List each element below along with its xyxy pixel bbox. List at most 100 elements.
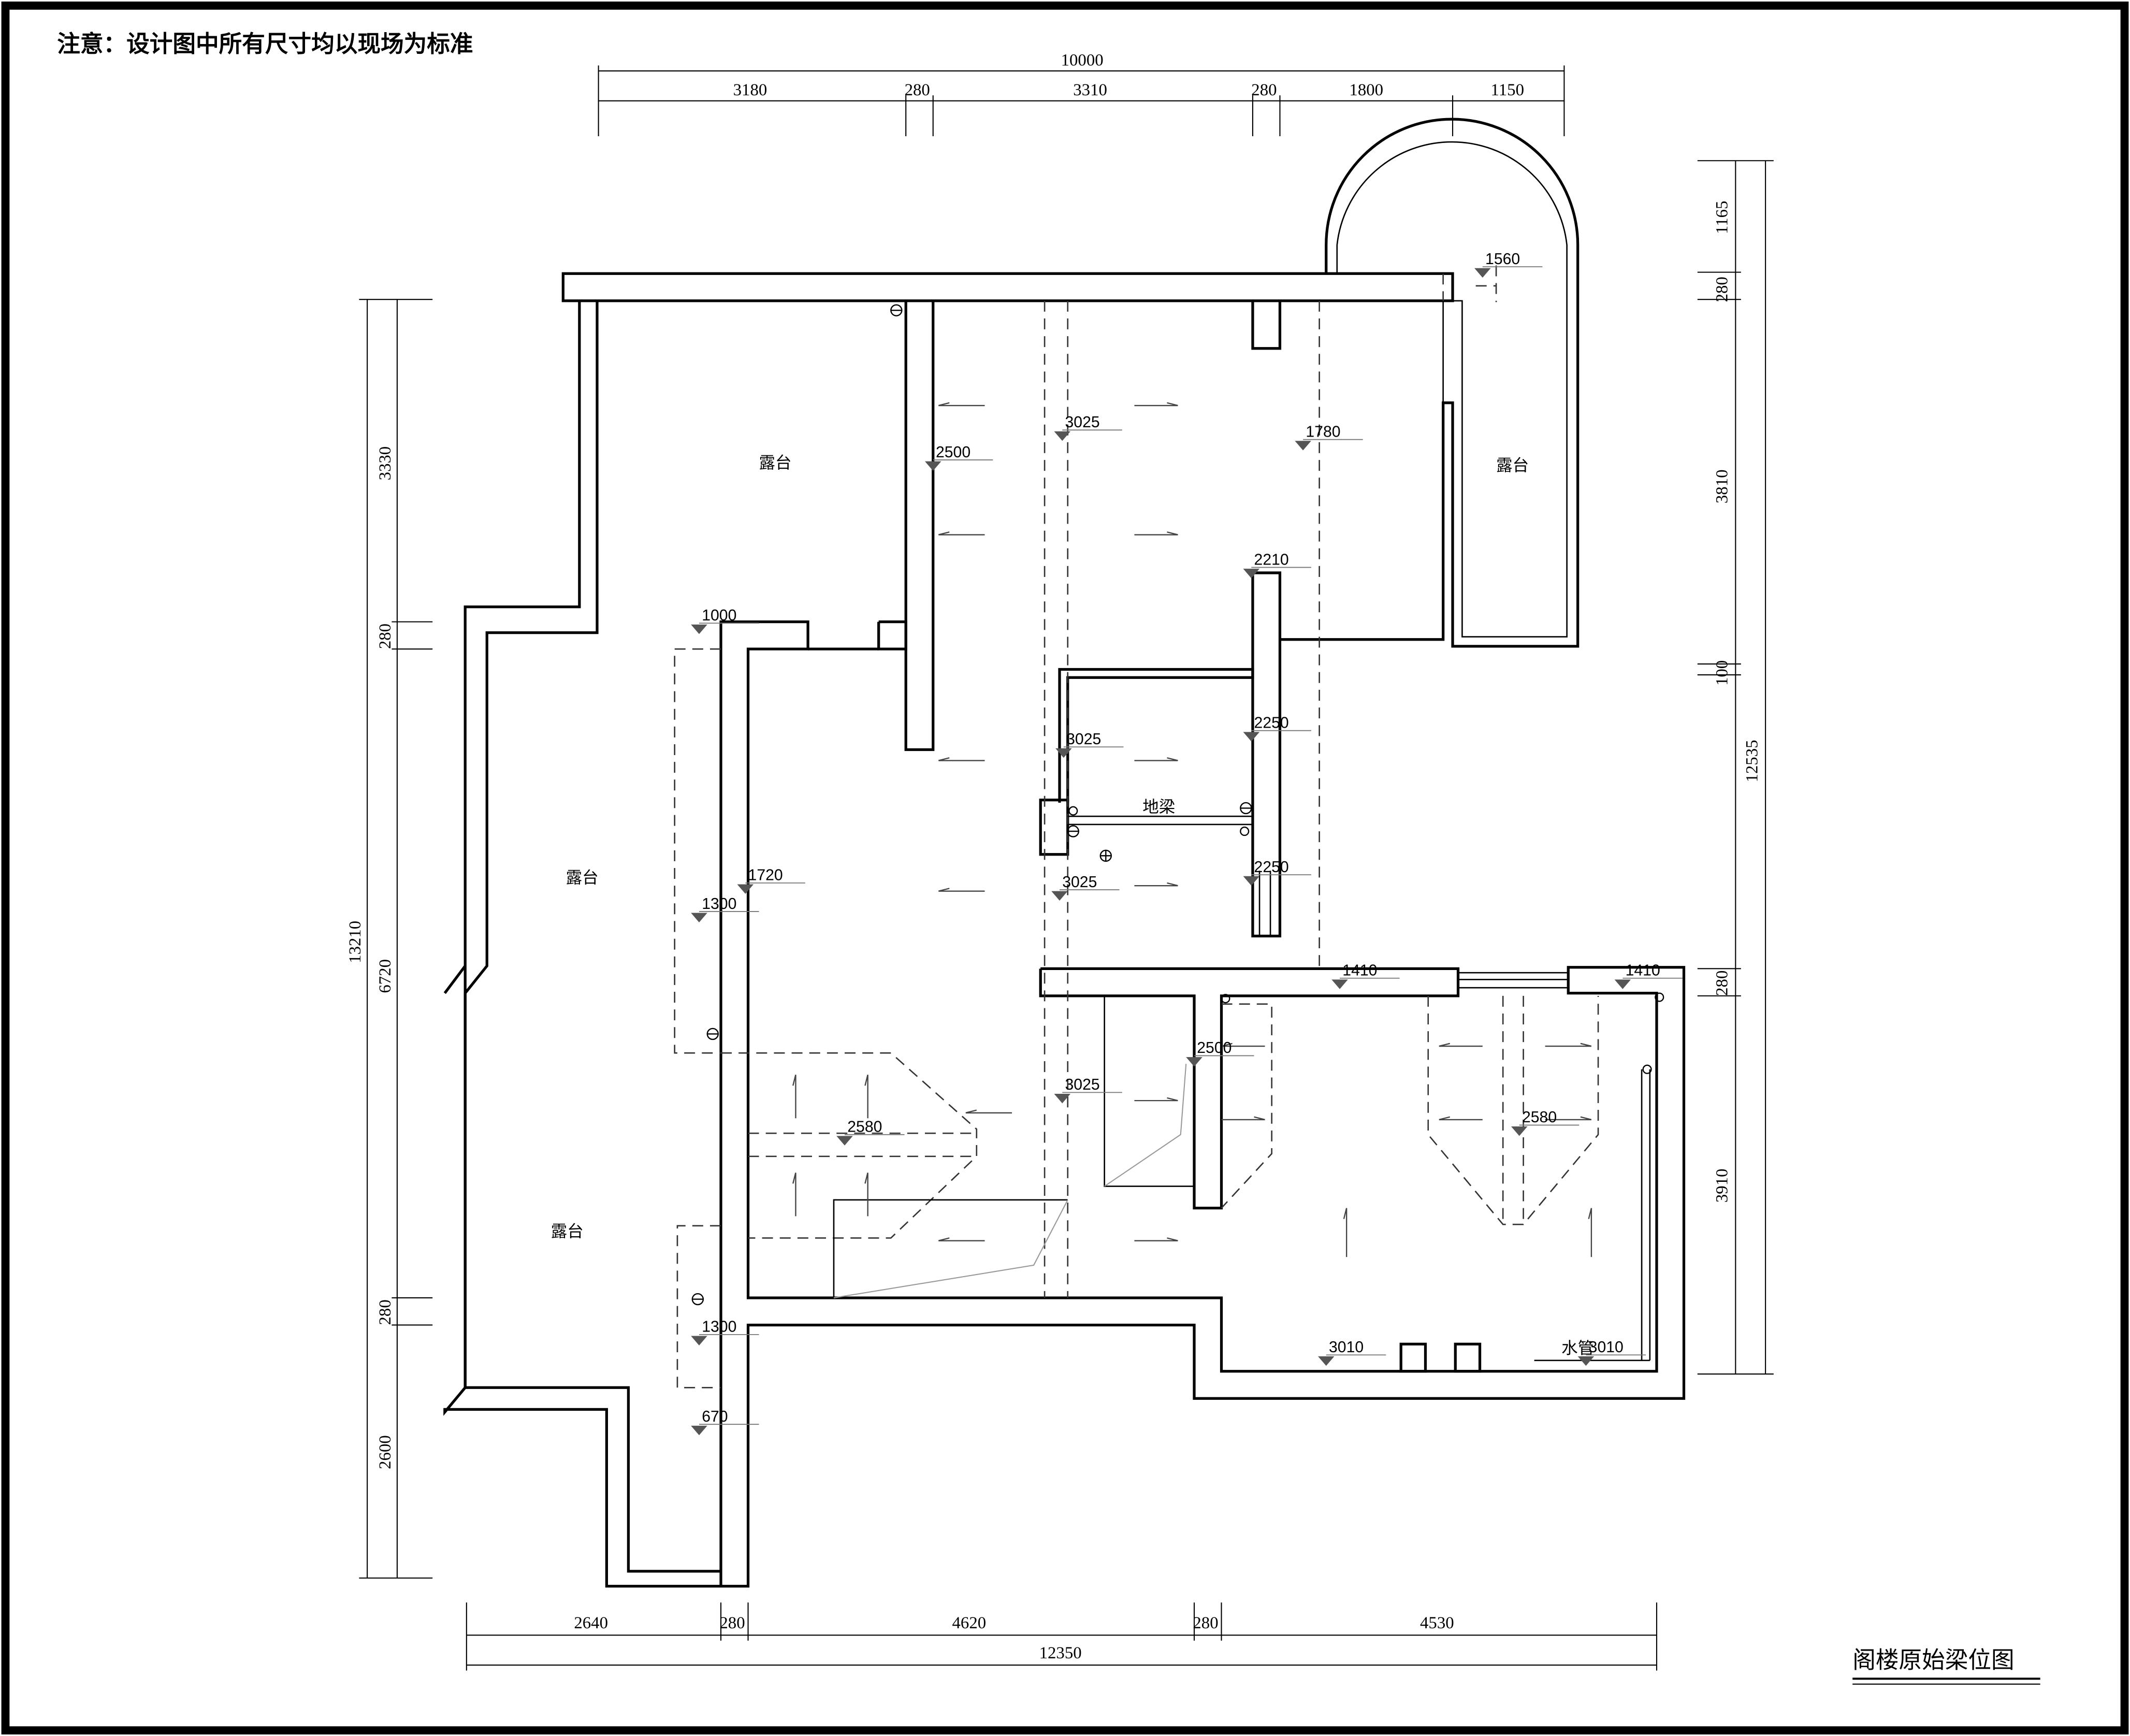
top-dim-6: 1150 bbox=[1491, 81, 1524, 99]
utility-post bbox=[1039, 799, 1069, 856]
drawing-title: 阁楼原始梁位图 bbox=[1852, 1646, 2014, 1673]
right-dim-2: 280 bbox=[1713, 277, 1732, 302]
elevation-value: 3010 bbox=[1329, 1339, 1364, 1356]
left-dim-5: 2600 bbox=[376, 1435, 395, 1469]
bottom-dim-1: 2640 bbox=[574, 1614, 608, 1632]
elevation-mark bbox=[691, 1425, 707, 1436]
elevation-mark bbox=[1054, 1093, 1071, 1104]
east-arch-room bbox=[1280, 118, 1580, 648]
beam-lines bbox=[674, 265, 1651, 1388]
label-terrace-left-middle: 露台 bbox=[566, 869, 599, 887]
elevation-mark bbox=[1055, 748, 1072, 758]
elevation-value: 3025 bbox=[1065, 1076, 1100, 1093]
elevation-mark bbox=[1474, 268, 1491, 278]
elevation-value: 3025 bbox=[1065, 414, 1100, 431]
top-dim-5: 1800 bbox=[1349, 81, 1383, 99]
elevation-value: 2580 bbox=[1522, 1109, 1557, 1126]
right-total-dim: 12535 bbox=[1743, 740, 1761, 782]
elevation-mark bbox=[836, 1136, 853, 1146]
elevation-mark bbox=[1051, 891, 1068, 901]
elevation-value: 1300 bbox=[702, 895, 736, 913]
bottom-dim-3: 4620 bbox=[952, 1614, 987, 1632]
label-ground-beam: 地梁 bbox=[1142, 798, 1175, 816]
main-inner-wall bbox=[719, 620, 1686, 1588]
wall-stub-1 bbox=[877, 620, 907, 650]
elevation-mark bbox=[1243, 569, 1260, 578]
elevation-value: 1410 bbox=[1342, 962, 1377, 979]
left-total-dim: 13210 bbox=[346, 921, 365, 963]
top-slab bbox=[561, 272, 1454, 302]
west-outer-wall bbox=[443, 300, 721, 1588]
bottom-dim-5: 4530 bbox=[1420, 1614, 1454, 1632]
top-total-dim: 10000 bbox=[1061, 51, 1104, 69]
bottom-dim-2: 280 bbox=[719, 1614, 745, 1632]
elevation-value: 1300 bbox=[702, 1319, 736, 1336]
elevation-value: 2210 bbox=[1254, 551, 1289, 568]
elevation-mark bbox=[924, 461, 941, 471]
elevation-markers: 1560 2500 3025 1780 2210 1000 3025 2250 1720 1300… bbox=[691, 251, 1683, 1436]
top-dimensions: 10000 3180 280 3310 280 1800 1150 bbox=[598, 51, 1565, 136]
top-dim-3: 3310 bbox=[1073, 81, 1107, 99]
elevation-value: 3010 bbox=[1589, 1339, 1624, 1356]
walls bbox=[443, 118, 1686, 1588]
right-dim-6: 3910 bbox=[1713, 1168, 1732, 1203]
elevation-value: 2250 bbox=[1254, 859, 1289, 876]
right-dimensions: 1165 280 3810 100 280 3910 12535 bbox=[1697, 160, 1774, 1375]
elevation-mark bbox=[1331, 979, 1348, 989]
elevation-mark bbox=[691, 1336, 707, 1346]
bottom-dimensions: 2640 280 4620 280 4530 12350 bbox=[466, 1602, 1658, 1671]
column-1 bbox=[904, 300, 935, 751]
left-dim-3: 6720 bbox=[376, 959, 395, 993]
design-note: 注意：设计图中所有尺寸均以现场为标准 bbox=[57, 31, 473, 57]
right-dim-5: 280 bbox=[1713, 971, 1732, 996]
bottom-total-dim: 12350 bbox=[1039, 1644, 1082, 1662]
elevation-value: 1780 bbox=[1306, 423, 1340, 440]
markers bbox=[691, 304, 1664, 1306]
elevation-value: 2580 bbox=[847, 1119, 882, 1136]
elevation-mark bbox=[1614, 979, 1631, 989]
left-dim-2: 280 bbox=[376, 624, 395, 649]
elevation-mark bbox=[1295, 441, 1311, 451]
room-labels: 露台 露台 露台 露台 地梁 水管 bbox=[551, 454, 1594, 1358]
span-arrows bbox=[792, 402, 1592, 1257]
label-terrace-top-right: 露台 bbox=[1496, 456, 1529, 475]
elevation-mark bbox=[1054, 431, 1071, 441]
elevation-mark bbox=[1318, 1356, 1335, 1366]
left-dim-1: 3330 bbox=[376, 446, 395, 481]
elevation-value: 3025 bbox=[1062, 874, 1097, 891]
elevation-value: 1000 bbox=[702, 607, 736, 624]
elevation-value: 1410 bbox=[1626, 962, 1660, 979]
label-terrace-left-lower: 露台 bbox=[551, 1222, 584, 1241]
column-2 bbox=[1251, 300, 1282, 350]
elevation-mark bbox=[691, 624, 707, 634]
column-3 bbox=[1251, 571, 1282, 937]
west-chamfer bbox=[443, 965, 467, 994]
elevation-mark bbox=[1511, 1126, 1528, 1136]
elevation-mark bbox=[737, 884, 754, 894]
west-inner-wall bbox=[463, 300, 721, 1573]
elevation-mark bbox=[1577, 1356, 1595, 1366]
elevation-value: 670 bbox=[702, 1408, 728, 1425]
label-terrace-top-left: 露台 bbox=[759, 454, 792, 472]
top-dim-2: 280 bbox=[905, 81, 930, 99]
elevation-mark bbox=[1243, 732, 1260, 742]
elevation-value: 2500 bbox=[936, 444, 970, 461]
elevation-mark bbox=[1186, 1057, 1202, 1067]
elevation-value: 2250 bbox=[1254, 714, 1289, 731]
elevation-value: 2500 bbox=[1197, 1039, 1231, 1057]
elevation-mark bbox=[1243, 876, 1260, 886]
top-dim-1: 3180 bbox=[733, 81, 767, 99]
bottom-dim-4: 280 bbox=[1193, 1614, 1218, 1632]
elevation-mark bbox=[691, 913, 707, 923]
elevation-value: 1720 bbox=[748, 867, 783, 884]
elevation-value: 1560 bbox=[1485, 251, 1520, 268]
right-dim-4: 100 bbox=[1713, 660, 1732, 686]
right-dim-3: 3810 bbox=[1713, 469, 1732, 503]
elevation-value: 3025 bbox=[1066, 731, 1101, 748]
top-dim-4: 280 bbox=[1251, 81, 1277, 99]
right-dim-1: 1165 bbox=[1713, 201, 1732, 234]
left-dimensions: 3330 280 6720 280 2600 13210 bbox=[346, 299, 433, 1579]
left-dim-4: 280 bbox=[376, 1299, 395, 1325]
